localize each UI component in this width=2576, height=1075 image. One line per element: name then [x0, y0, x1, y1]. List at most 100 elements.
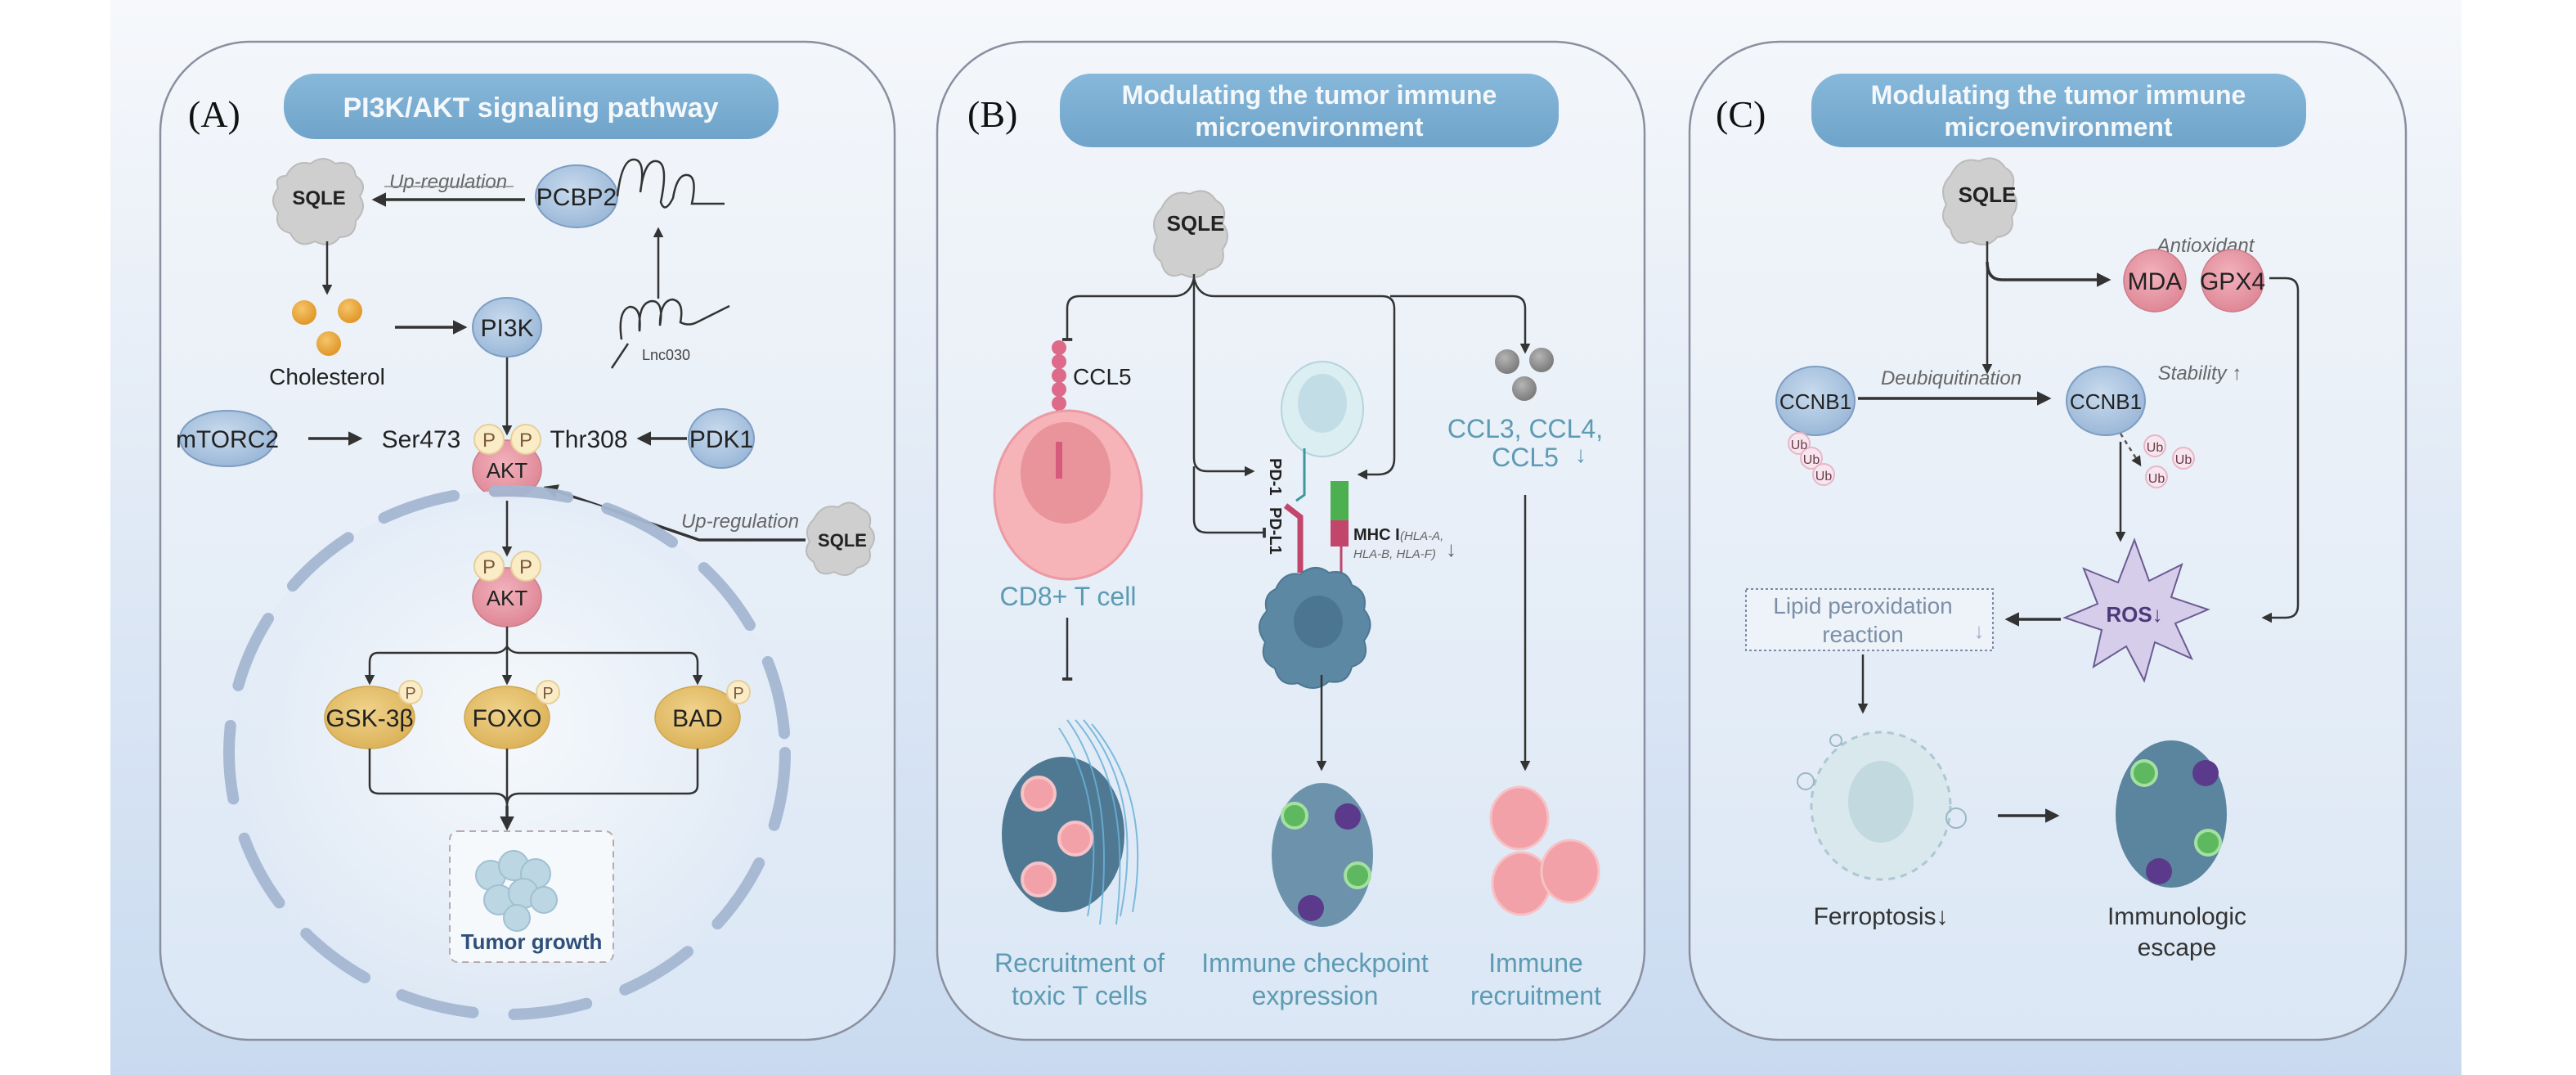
phospho-label: P: [405, 685, 415, 703]
panel-c-letter: (C): [1716, 93, 1766, 135]
sqle-protein-icon: [806, 502, 875, 576]
panel-b: (B) Modulating the tumor immune microenv…: [936, 40, 1646, 1041]
immune-cell-nucleus-icon: [1298, 374, 1347, 433]
akt-to-gsk3b-arrow: [370, 627, 509, 683]
chemokine-molecule-icon: [1495, 349, 1519, 374]
ub-label: Ub: [1803, 453, 1820, 467]
ferroptotic-nucleus-icon: [1848, 761, 1914, 843]
foxo-label: FOXO: [472, 705, 541, 732]
pdk1-label: PDK1: [689, 426, 753, 453]
ccnb1-right-node: [2066, 366, 2146, 436]
rna-hairpin-icon: [616, 158, 725, 209]
free-ubiquitin-icon: [2143, 434, 2195, 488]
hla-down-arrow: ↓: [1446, 537, 1456, 561]
sqle-protein-icon: [272, 158, 364, 245]
sqle-to-antioxidant-arrow: [1986, 261, 2112, 287]
stability-label: Stability ↑: [2158, 362, 2242, 385]
phospho-badge: [473, 551, 505, 582]
ros-label: ROS↓: [2106, 602, 2162, 627]
phospho-label: P: [733, 685, 743, 703]
phospho-label: P: [519, 430, 532, 452]
sqle-inhibits-ccl5-line: [1061, 277, 1196, 341]
upregulation-label-top: Up-regulation: [389, 171, 507, 193]
ub-label: Ub: [2175, 453, 2192, 467]
pcbp2-label: PCBP2: [536, 184, 617, 211]
panel-c-title-line2: microenvironment: [1944, 112, 2173, 142]
ub-label: Ub: [2148, 472, 2165, 486]
phospho-label: P: [519, 556, 532, 578]
panel-a-title-pill: [284, 74, 779, 139]
chemokine-molecule-icon: [1529, 348, 1554, 372]
phospho-badge: [726, 680, 751, 704]
panel-c-title-pill: [1811, 74, 2306, 147]
phospho-badge: [510, 424, 541, 455]
vesicle-icon: [1829, 734, 1842, 747]
immunologic-escape-tumor-icon: [2116, 740, 2227, 888]
pi3k-node: [472, 297, 542, 358]
deubiquitination-label: Deubiquitination: [1881, 367, 2022, 389]
caption-checkpoint-line1: Immune checkpoint: [1201, 948, 1429, 978]
tcr-green-icon: [1331, 481, 1349, 520]
pdl1-label: PD-L1: [1266, 507, 1284, 555]
chemokine-molecule-icon: [1512, 376, 1537, 401]
mtorc2-node: [179, 410, 276, 467]
cholesterol-molecule-icon: [338, 299, 362, 323]
cholesterol-molecule-icon: [292, 300, 316, 325]
panel-c-title-line1: Modulating the tumor immune: [1871, 80, 2246, 110]
tumor-with-checkpoint-icon: [1272, 783, 1373, 927]
sqle-protein-icon: [1942, 157, 2017, 245]
akt-label: AKT: [487, 458, 528, 483]
ser473-label: Ser473: [382, 426, 461, 453]
phospho-label: P: [482, 556, 496, 578]
hla-note-line1: (HLA-A,: [1400, 529, 1443, 543]
cholesterol-molecule-icon: [316, 331, 341, 356]
akt-to-bad-arrow: [505, 645, 703, 686]
pdk1-node: [688, 408, 755, 469]
sqle-label: SQLE: [1959, 182, 2017, 207]
sqle-to-mhc-arrow: [1192, 277, 1396, 480]
panel-b-title-line2: microenvironment: [1195, 112, 1424, 142]
cd8-nucleus-icon: [1021, 422, 1111, 524]
lipid-down-arrow: ↓: [1974, 618, 1985, 643]
gpx4-to-ros-arrow: [2261, 277, 2300, 623]
hla-note-line2: HLA-B, HLA-F): [1353, 547, 1436, 561]
sqle-to-pd1-arrow: [1192, 385, 1255, 477]
ub-release-arrow: [2119, 433, 2142, 467]
ferroptosis-label: Ferroptosis↓: [1813, 903, 1948, 930]
sqle-label-top: SQLE: [292, 187, 345, 209]
tumor-with-t-cells-icon: [1002, 719, 1139, 925]
vesicle-icon: [1797, 772, 1815, 790]
akt-nuclear-label: AKT: [487, 586, 528, 610]
mtorc2-label: mTORC2: [176, 426, 279, 453]
pd1-label: PD-1: [1266, 458, 1284, 496]
ub-label: Ub: [1791, 439, 1808, 452]
phospho-badge: [510, 551, 541, 582]
panel-b-letter: (B): [967, 93, 1017, 135]
tumor-growth-label: Tumor growth: [461, 929, 603, 954]
chemokines-down-arrow: ↓: [1575, 442, 1586, 467]
bad-label: BAD: [672, 705, 723, 732]
panel-b-title-line1: Modulating the tumor immune: [1122, 80, 1497, 110]
sqle-label: SQLE: [1167, 211, 1225, 236]
panel-c: (C) Modulating the tumor immune microenv…: [1688, 40, 2408, 1041]
ubiquitin-chain-icon: [1788, 432, 1835, 486]
lnc030-label: Lnc030: [642, 347, 690, 363]
sqle-protein-icon: [1153, 190, 1228, 278]
ros-burst-icon: [2062, 538, 2210, 683]
lipid-peroxidation-line2: reaction: [1822, 622, 1904, 647]
lnc030-rna-icon: [610, 298, 730, 369]
cholesterol-label: Cholesterol: [269, 364, 385, 389]
caption-immune-recruitment-line2: recruitment: [1470, 981, 1601, 1010]
tumor-cell-nucleus-icon: [1294, 596, 1343, 648]
lipid-peroxidation-line1: Lipid peroxidation: [1773, 593, 1953, 618]
phospho-label: P: [542, 685, 553, 703]
ub-label: Ub: [1815, 470, 1833, 484]
caption-checkpoint-line2: expression: [1252, 981, 1379, 1010]
caption-recruitment-line2: toxic T cells: [1012, 981, 1147, 1010]
phospho-label: P: [482, 430, 496, 452]
panel-a-letter: (A): [188, 93, 240, 135]
ccnb1-left-label: CCNB1: [1779, 389, 1851, 414]
upregulation-label-side: Up-regulation: [681, 511, 799, 533]
sqle-label-side: SQLE: [818, 530, 867, 551]
mda-label: MDA: [2128, 268, 2183, 295]
